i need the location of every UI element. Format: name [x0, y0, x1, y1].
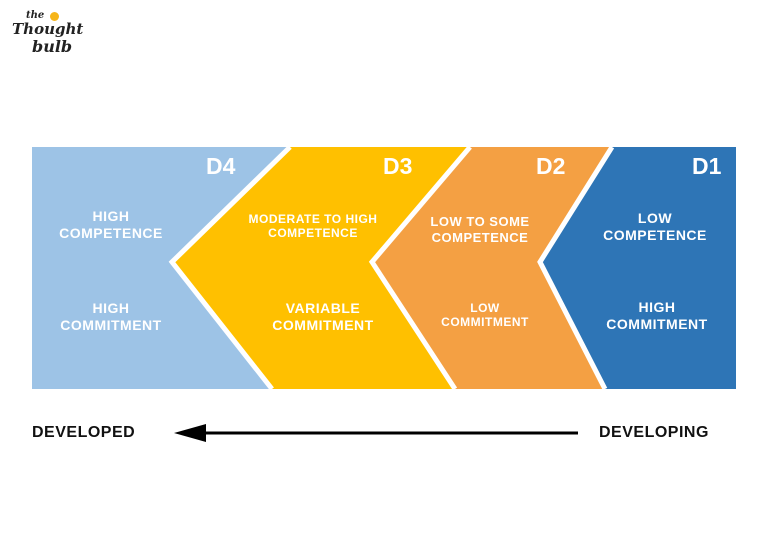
- stage-d1-chevron: [540, 147, 736, 389]
- arrow-left-icon: [174, 424, 206, 442]
- stage-d1-label: D1: [692, 153, 722, 179]
- logo-word-thought: Thought: [12, 20, 84, 38]
- axis-right-label: DEVELOPING: [599, 424, 709, 441]
- stage-d4-commitment: HIGH COMMITMENT: [60, 300, 162, 333]
- divider-d4-d3: [168, 145, 292, 391]
- stage-d1-commitment: HIGH COMMITMENT: [606, 299, 708, 332]
- stage-d2-label: D2: [536, 153, 566, 179]
- divider-d3-d2: [368, 145, 472, 391]
- stage-d2-commitment: LOW COMMITMENT: [441, 301, 529, 330]
- logo-word-the: the: [26, 10, 45, 21]
- stage-d3-chevron: [172, 147, 470, 389]
- divider-d2-d1: [537, 145, 615, 391]
- stage-d1-competence: LOW COMPETENCE: [603, 210, 707, 243]
- stage-d4-competence: HIGH COMPETENCE: [59, 208, 163, 241]
- stage-d2-competence: LOW TO SOME COMPETENCE: [430, 214, 530, 245]
- stage-d2-chevron: [372, 147, 612, 389]
- stage-d4-label: D4: [206, 153, 236, 179]
- stage-d3-competence: MODERATE TO HIGH COMPETENCE: [248, 212, 378, 241]
- stage-d3-label: D3: [383, 153, 413, 179]
- brand-logo: the Thought bulb: [10, 10, 84, 58]
- logo-word-bulb: bulb: [32, 37, 73, 56]
- axis-left-label: DEVELOPED: [32, 424, 136, 441]
- lightbulb-icon: [50, 12, 59, 21]
- stage-d3-commitment: VARIABLE COMMITMENT: [272, 300, 374, 333]
